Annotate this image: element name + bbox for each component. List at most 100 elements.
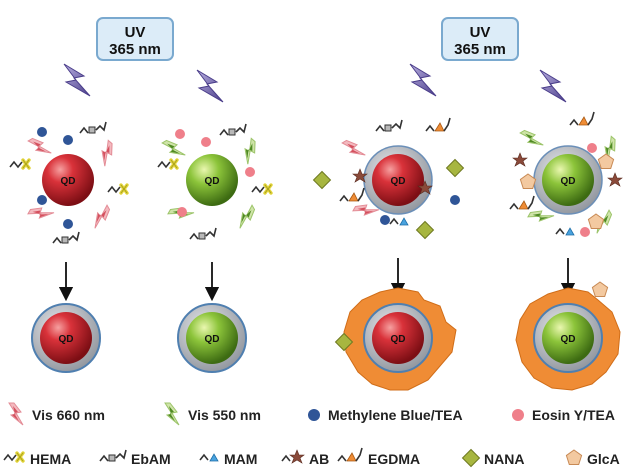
- egdma-icon: [509, 195, 535, 210]
- nana-icon: [416, 221, 434, 239]
- quantum-dot: [40, 312, 92, 364]
- pink-dot-icon: [201, 137, 211, 147]
- uv-box-right-line1: UV: [470, 24, 491, 41]
- red-bolt-icon: [93, 139, 120, 167]
- green-bolt-icon: [164, 402, 180, 426]
- uv-box-right: UV 365 nm: [441, 17, 519, 61]
- egdma-icon: [569, 111, 595, 126]
- ebam-icon: [52, 231, 80, 244]
- ab-icon: [607, 172, 623, 187]
- legend-label: EbAM: [131, 451, 171, 467]
- legend-label: Methylene Blue/TEA: [328, 407, 463, 423]
- blue-dot-icon: [63, 219, 73, 229]
- egdma-icon: [425, 117, 451, 132]
- ebam-icon: [79, 121, 107, 134]
- quantum-dot: [186, 312, 238, 364]
- blue-dot-icon: [308, 409, 320, 421]
- pink-dot-icon: [175, 129, 185, 139]
- uv-box-left-line2: 365 nm: [109, 41, 161, 58]
- legend-row-1: Vis 660 nm Vis 550 nm Methylene Blue/TEA…: [8, 402, 615, 426]
- nana-icon: [446, 159, 464, 177]
- hema-icon: [250, 183, 273, 195]
- quantum-dot: [42, 154, 94, 206]
- qd-red-coated-product: QD: [335, 287, 457, 391]
- uv-bolt-icon: [63, 63, 91, 97]
- uv-bolt-icon: [409, 63, 437, 97]
- blue-dot-icon: [380, 215, 390, 225]
- qd-red-reaction: QD: [8, 121, 129, 244]
- nana-icon: [313, 171, 331, 189]
- qd-label: QD: [561, 176, 576, 187]
- hema-icon: [106, 183, 129, 195]
- nana-icon: [462, 449, 480, 467]
- glca-icon: [597, 153, 615, 169]
- pink-dot-icon: [245, 167, 255, 177]
- red-bolt-icon: [341, 135, 366, 163]
- red-bolt-icon: [27, 201, 55, 226]
- ebam-icon: [99, 449, 127, 462]
- ab-icon: [289, 449, 305, 464]
- pink-dot-icon: [587, 143, 597, 153]
- qd-label: QD: [61, 176, 76, 187]
- ab-icon: [512, 152, 528, 167]
- qd-label: QD: [59, 334, 74, 345]
- qd-green-shell-reaction: QD: [509, 111, 623, 237]
- quantum-dot: [372, 154, 424, 206]
- glca-icon: [591, 281, 609, 297]
- legend-label: Vis 660 nm: [32, 407, 105, 423]
- quantum-dot: [542, 312, 594, 364]
- uv-bolt-icon: [196, 69, 224, 103]
- pink-dot-icon: [512, 409, 524, 421]
- hema-icon: [2, 451, 25, 463]
- uv-bolt-icon: [539, 69, 567, 103]
- qd-label: QD: [205, 334, 220, 345]
- legend-row-2: HEMA EbAM MAM AB EGDMA NANA GlcA: [2, 447, 620, 467]
- ebam-icon: [375, 119, 403, 132]
- glca-icon: [565, 449, 583, 465]
- red-bolt-icon: [87, 204, 115, 229]
- blue-dot-icon: [450, 195, 460, 205]
- blue-dot-icon: [63, 135, 73, 145]
- quantum-dot: [186, 154, 238, 206]
- legend-label: EGDMA: [368, 451, 420, 467]
- qd-label: QD: [561, 334, 576, 345]
- qd-label: QD: [391, 176, 406, 187]
- uv-box-right-line2: 365 nm: [454, 41, 506, 58]
- pink-dot-icon: [580, 227, 590, 237]
- egdma-icon: [339, 187, 365, 202]
- red-bolt-icon: [27, 133, 52, 161]
- glca-icon: [587, 213, 605, 229]
- hema-icon: [8, 158, 31, 170]
- mam-icon: [389, 217, 409, 226]
- legend-label: Eosin Y/TEA: [532, 407, 615, 423]
- qd-red-product: QD: [31, 303, 101, 373]
- green-bolt-icon: [232, 204, 260, 229]
- uv-box-left: UV 365 nm: [96, 17, 174, 61]
- ebam-icon: [189, 227, 217, 240]
- quantum-dot: [372, 312, 424, 364]
- uv-box-left-line1: UV: [125, 24, 146, 41]
- glca-icon: [519, 173, 537, 189]
- egdma-icon: [337, 447, 363, 462]
- mam-icon: [199, 453, 219, 462]
- legend-label: MAM: [224, 451, 257, 467]
- hema-icon: [156, 158, 179, 170]
- legend-label: HEMA: [30, 451, 71, 467]
- red-bolt-icon: [8, 402, 24, 426]
- qd-green-product: QD: [177, 303, 247, 373]
- qd-red-shell-reaction: QD: [313, 117, 464, 239]
- quantum-dot: [542, 154, 594, 206]
- pink-dot-icon: [177, 207, 187, 217]
- blue-dot-icon: [37, 195, 47, 205]
- qd-green-coated-product: QD: [515, 281, 621, 391]
- green-bolt-icon: [161, 135, 186, 163]
- legend-label: AB: [309, 451, 329, 467]
- qd-green-reaction: QD: [156, 123, 273, 240]
- legend-label: Vis 550 nm: [188, 407, 261, 423]
- qd-label: QD: [205, 176, 220, 187]
- qd-label: QD: [391, 334, 406, 345]
- green-bolt-icon: [236, 137, 263, 165]
- ab-chain: [281, 454, 291, 462]
- legend-label: NANA: [484, 451, 524, 467]
